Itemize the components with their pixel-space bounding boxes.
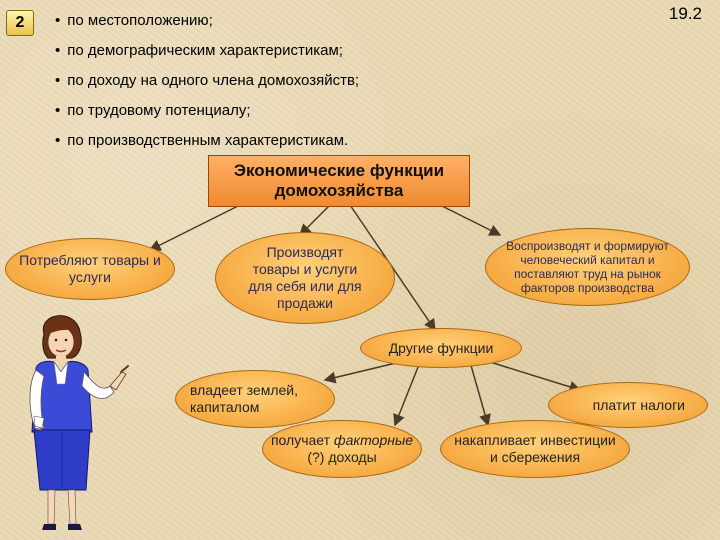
criteria-item: по демографическим характеристикам; bbox=[55, 40, 359, 70]
other-income: получает факторные (?) доходы bbox=[262, 420, 422, 478]
arrow-other-save bbox=[469, 361, 491, 427]
other-save-label: накапливает инвестиции и сбережения bbox=[454, 432, 616, 465]
other-taxes-label: платит налоги bbox=[592, 396, 685, 413]
function-reproduce: Воспроизводят и формируют человеческий к… bbox=[485, 228, 690, 306]
function-consume-label: Потребляют товары и услуги bbox=[19, 252, 161, 285]
other-taxes: платит налоги bbox=[548, 382, 708, 428]
businesswoman-illustration bbox=[29, 315, 129, 530]
income-text-em: факторные bbox=[333, 432, 414, 448]
income-text-post: (?) доходы bbox=[307, 449, 377, 465]
arrow-root-consume bbox=[148, 204, 241, 251]
other-own: владеет землей, капиталом bbox=[175, 370, 335, 428]
criteria-list: по местоположению; по демографическим ха… bbox=[55, 10, 359, 160]
arrow-other-own bbox=[323, 361, 401, 384]
arrow-root-reproduce bbox=[439, 204, 502, 236]
criteria-item: по доходу на одного члена домохозяйств; bbox=[55, 70, 359, 100]
other-own-label: владеет землей, капиталом bbox=[190, 382, 298, 415]
other-income-label: получает факторные (?) доходы bbox=[269, 432, 415, 466]
function-produce: Производят товары и услуги для себя или … bbox=[215, 232, 395, 324]
criteria-item: по местоположению; bbox=[55, 10, 359, 40]
function-other: Другие функции bbox=[360, 328, 522, 368]
function-reproduce-label: Воспроизводят и формируют человеческий к… bbox=[506, 239, 669, 295]
arrow-other-taxes bbox=[489, 361, 582, 393]
arrow-root-produce bbox=[298, 204, 331, 237]
section-badge: 2 bbox=[6, 10, 34, 36]
other-save: накапливает инвестиции и сбережения bbox=[440, 420, 630, 478]
function-other-label: Другие функции bbox=[388, 339, 494, 356]
criteria-item: по производственным характеристикам. bbox=[55, 130, 359, 160]
function-produce-label: Производят товары и услуги для себя или … bbox=[248, 244, 362, 311]
arrow-other-income bbox=[393, 361, 421, 427]
income-text-pre: получает bbox=[270, 432, 334, 448]
slide-number: 19.2 bbox=[668, 4, 702, 23]
function-consume: Потребляют товары и услуги bbox=[5, 238, 175, 300]
root-box: Экономические функции домохозяйства bbox=[208, 155, 470, 207]
criteria-item: по трудовому потенциалу; bbox=[55, 100, 359, 130]
